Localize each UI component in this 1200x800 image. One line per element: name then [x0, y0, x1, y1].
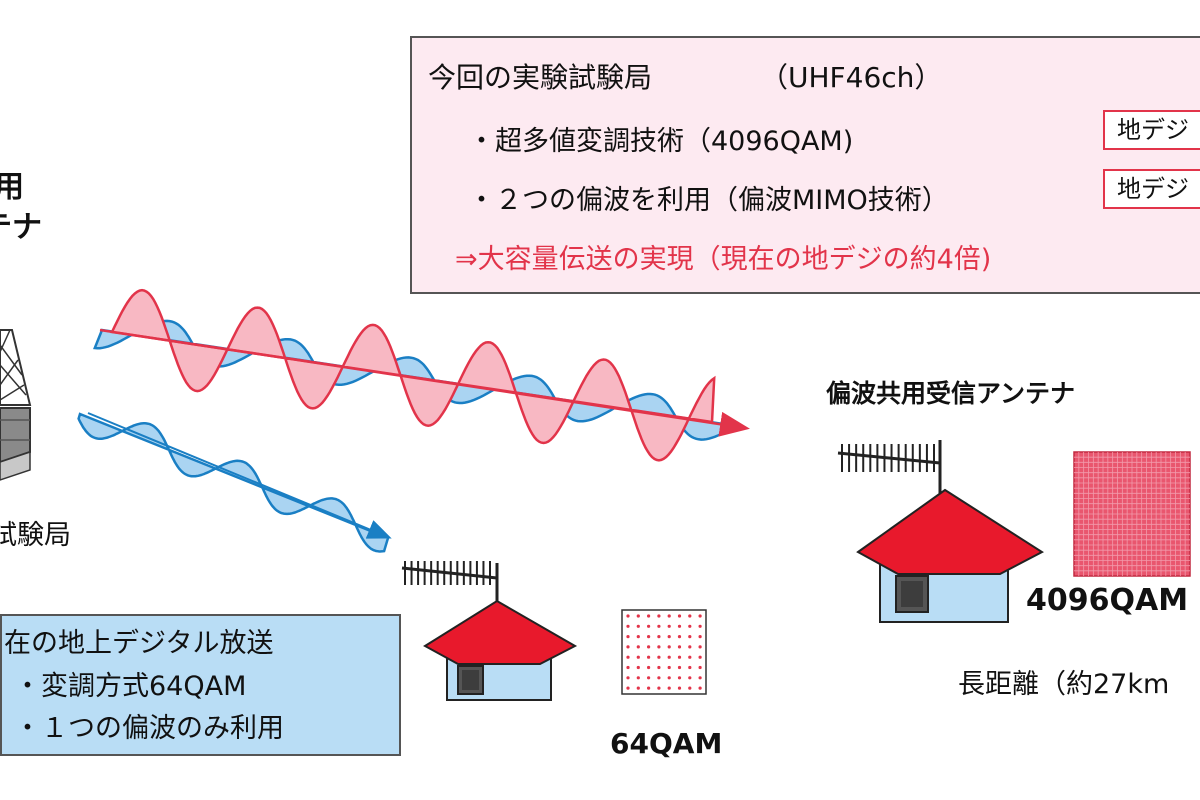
far-antenna-icon	[837, 440, 942, 500]
qam-point	[657, 645, 661, 649]
qam-point	[657, 686, 661, 690]
current-broadcast-box	[0, 614, 401, 756]
terrestrial-tag-1: 地デジ	[1103, 110, 1200, 150]
qam-point	[636, 635, 640, 639]
qam-point	[657, 665, 661, 670]
qam-point	[698, 645, 702, 649]
qam-point	[688, 614, 692, 618]
qam-point	[677, 635, 682, 639]
experiment-band: （UHF46ch）	[760, 61, 943, 94]
qam-point	[677, 665, 682, 670]
qam-point	[698, 614, 702, 618]
qam-point	[636, 676, 640, 680]
experiment-title: 今回の実験試験局	[428, 61, 653, 94]
receive-antenna-label: 偏波共用受信アンテナ	[826, 379, 1076, 408]
qam-point	[667, 614, 671, 618]
transmit-antenna-label-line2: テナ	[0, 210, 42, 245]
qam-point	[688, 655, 692, 659]
qam-point	[636, 686, 640, 690]
qam-point	[626, 614, 630, 618]
qam-point	[626, 635, 630, 639]
experiment-item-modulation: ・超多値変調技術（4096QAM)	[468, 126, 854, 157]
qam-point	[626, 665, 630, 670]
qam-point	[677, 614, 682, 618]
qam-point	[667, 665, 671, 670]
current-item-modulation: ・変調方式64QAM	[14, 671, 247, 702]
distance-label: 長距離（約27km	[958, 669, 1170, 700]
experiment-info-box	[410, 36, 1200, 294]
qam-point	[647, 655, 651, 659]
qam-point	[677, 624, 682, 628]
qam-point	[688, 686, 692, 690]
qam-point	[626, 655, 630, 659]
transmit-antenna-label-line1: 用	[0, 170, 24, 205]
vertical-polarization-wave	[110, 288, 716, 462]
qam-point	[688, 645, 692, 649]
qam-4096-label: 4096QAM	[1026, 583, 1189, 618]
dual-polarized-wave	[93, 288, 750, 462]
qam-point	[647, 635, 651, 639]
qam-4096-constellation	[1073, 451, 1191, 577]
qam-point	[667, 686, 671, 690]
qam-point	[636, 614, 640, 618]
qam-point	[626, 676, 630, 680]
qam-point	[626, 686, 630, 690]
qam-point	[657, 614, 661, 618]
qam-point	[698, 635, 702, 639]
qam-point	[657, 624, 661, 628]
transmitter-tower	[0, 329, 32, 481]
dual-wave-axis-arrow	[99, 328, 750, 437]
qam-point	[688, 635, 692, 639]
qam-point	[667, 635, 671, 639]
experiment-item-polarization: ・２つの偏波を利用（偏波MIMO技術）	[468, 185, 949, 216]
qam-point	[647, 624, 651, 628]
qam-point	[677, 676, 682, 680]
qam-point	[688, 624, 692, 628]
qam-point	[688, 676, 692, 680]
qam-point	[677, 655, 682, 659]
test-station-label: 試験局	[0, 520, 71, 551]
qam-64-label: 64QAM	[610, 727, 723, 760]
current-item-polarization: ・１つの偏波のみ利用	[14, 713, 284, 744]
qam-point	[636, 624, 640, 628]
qam-point	[667, 676, 671, 680]
qam-point	[667, 645, 671, 649]
qam-point	[688, 665, 692, 670]
near-house	[401, 561, 578, 701]
current-broadcast-title: 在の地上デジタル放送	[4, 628, 274, 659]
qam-point	[657, 676, 661, 680]
terrestrial-tag-2: 地デジ	[1103, 169, 1200, 209]
qam-point	[647, 614, 651, 618]
qam-point	[636, 655, 640, 659]
qam-point	[677, 686, 682, 690]
qam-point	[626, 645, 630, 649]
qam-point	[698, 676, 702, 680]
single-polarized-wave	[77, 412, 392, 553]
qam-point	[636, 665, 640, 670]
qam-point	[647, 686, 651, 690]
experiment-result: ⇒大容量伝送の実現（現在の地デジの約4倍)	[455, 244, 992, 275]
qam-point	[647, 676, 651, 680]
single-wave-axis-arrow	[87, 412, 392, 539]
near-antenna-icon	[401, 561, 499, 605]
qam-point	[677, 645, 682, 649]
qam-point	[667, 624, 671, 628]
qam-point	[626, 624, 630, 628]
qam-point	[657, 635, 661, 639]
qam-point	[647, 665, 651, 670]
qam-point	[698, 624, 702, 628]
qam-point	[667, 655, 671, 659]
qam-point	[698, 655, 702, 659]
qam-point	[698, 686, 702, 690]
qam-point	[698, 665, 702, 670]
qam-point	[647, 645, 651, 649]
qam-point	[636, 645, 640, 649]
far-house	[837, 440, 1044, 623]
qam-point	[657, 655, 661, 659]
qam-64-constellation	[621, 609, 707, 695]
